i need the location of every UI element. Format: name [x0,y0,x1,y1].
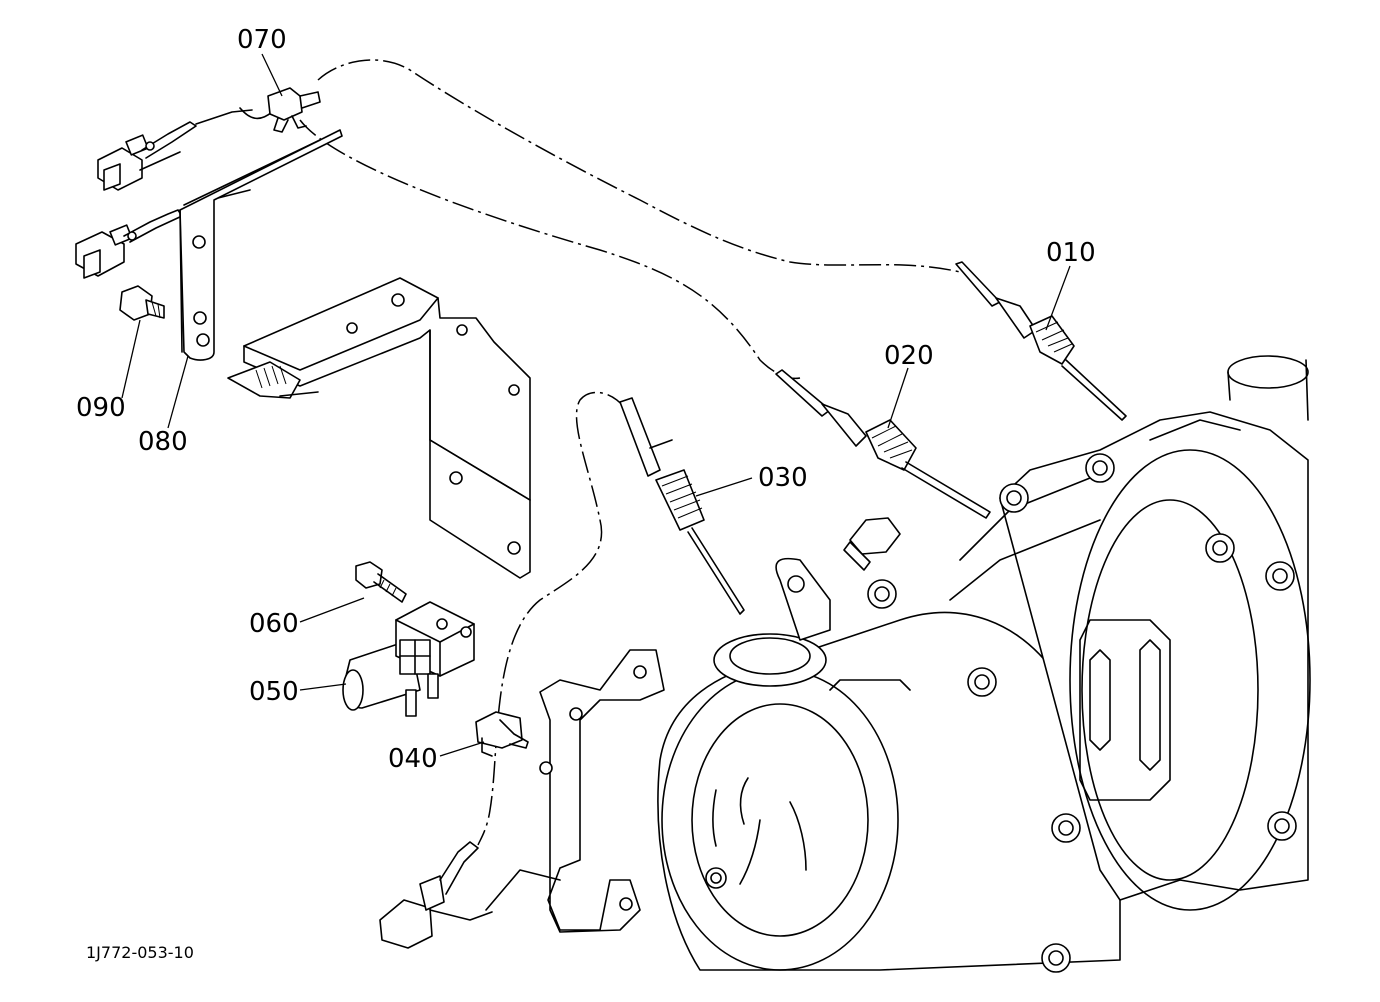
support-bracket [227,277,531,579]
callout-050: 050 [249,677,299,707]
sensor-020-part [775,369,991,519]
bracket-080-part [179,129,343,361]
bolt-090-part [119,285,165,321]
callout-080: 080 [138,427,188,457]
callout-040: 040 [388,744,438,774]
callout-010: 010 [1046,238,1096,268]
mounting-plate [485,649,665,933]
callout-060: 060 [249,609,299,639]
callout-090: 090 [76,393,126,423]
sensor-010-part [955,261,1127,421]
callout-020: 020 [884,341,934,371]
bolt-060-part [355,561,407,603]
bottom-connector [379,841,493,949]
clip-070-part [267,87,321,133]
clip-040-part [475,711,529,757]
sensor-050-part [342,601,475,717]
leaders [121,53,1071,757]
callout-070: 070 [237,25,287,55]
callout-030: 030 [758,463,808,493]
figure-id: 1J772-053-10 [86,943,194,962]
upper-connector [97,109,253,191]
lower-connector [75,189,251,279]
dpf-assembly [657,355,1311,973]
sensor-030-part [619,397,745,615]
wire-harness [239,59,961,846]
